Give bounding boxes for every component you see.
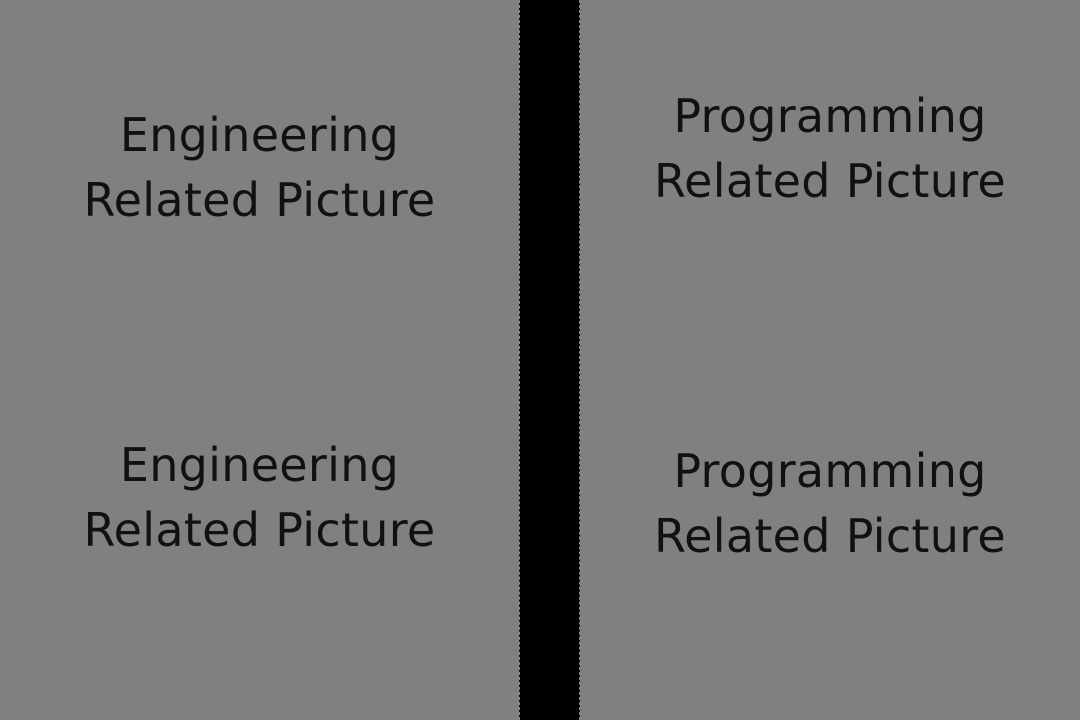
center-divider [519, 0, 580, 720]
placeholder-line-1: Programming [673, 89, 987, 143]
placeholder-line-1: Engineering [119, 108, 400, 162]
left-panel: Engineering Related Picture Engineering … [0, 0, 519, 720]
programming-picture-placeholder-bottom: Programming Related Picture [580, 439, 1080, 569]
engineering-picture-placeholder-top: Engineering Related Picture [0, 103, 519, 233]
programming-picture-placeholder-top: Programming Related Picture [580, 84, 1080, 214]
placeholder-line-2: Related Picture [83, 173, 436, 227]
right-panel: Programming Related Picture Programming … [580, 0, 1080, 720]
placeholder-line-2: Related Picture [653, 154, 1006, 208]
placeholder-line-1: Engineering [119, 438, 400, 492]
placeholder-line-2: Related Picture [653, 509, 1006, 563]
placeholder-line-1: Programming [673, 444, 987, 498]
placeholder-line-2: Related Picture [83, 503, 436, 557]
engineering-picture-placeholder-bottom: Engineering Related Picture [0, 433, 519, 563]
